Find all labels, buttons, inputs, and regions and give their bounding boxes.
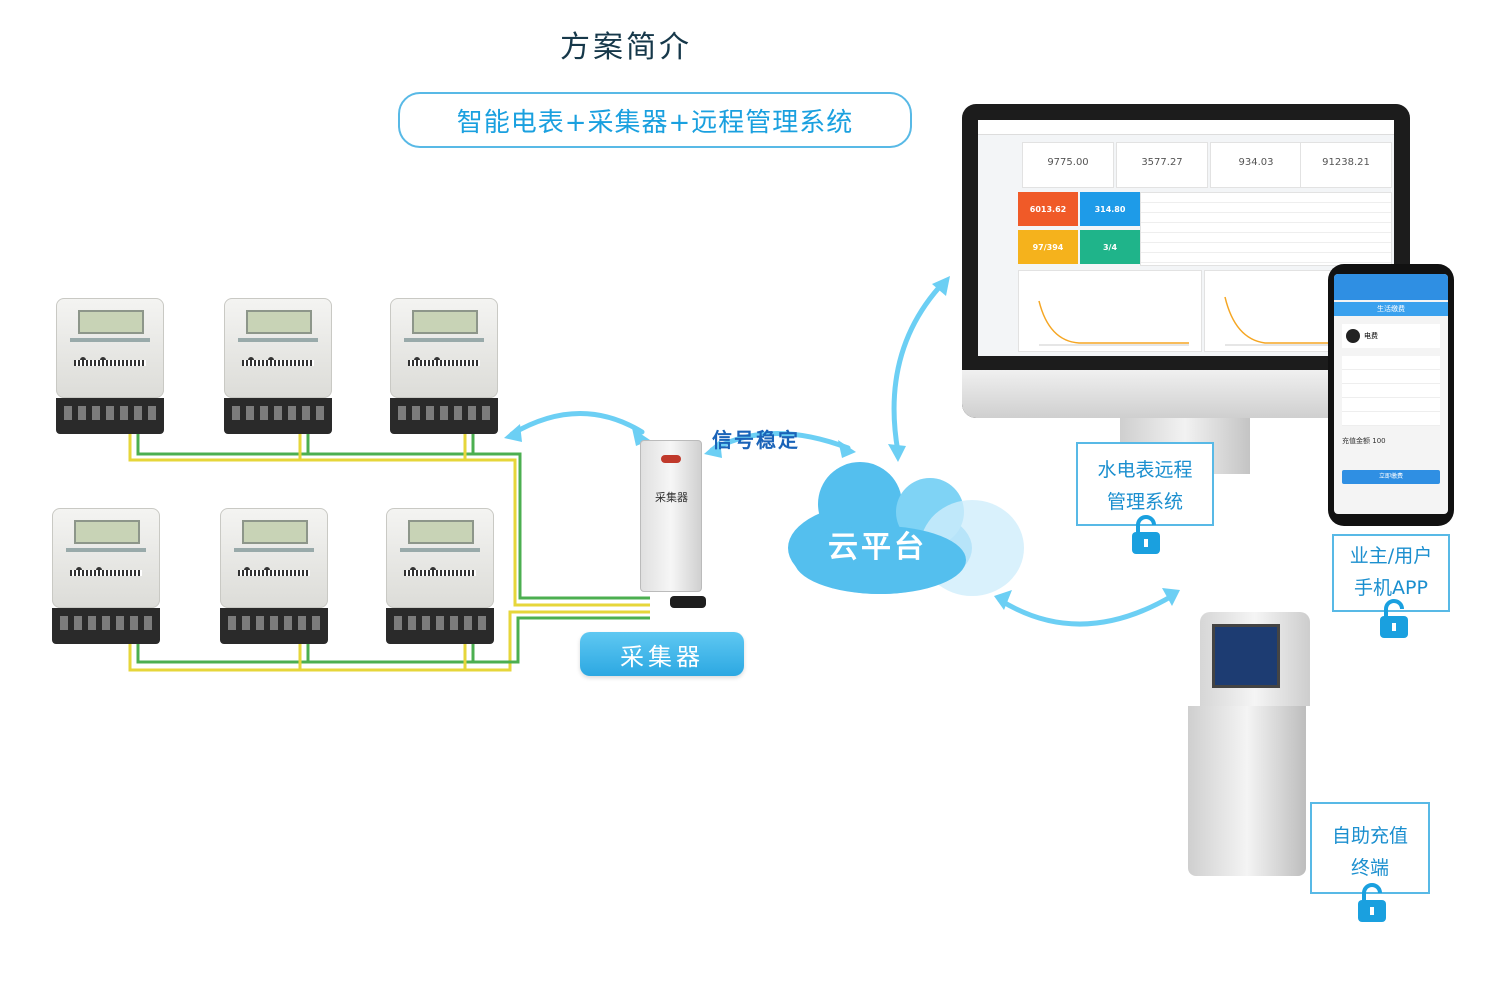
antenna [670, 596, 706, 608]
cloud-label: 云平台 [828, 530, 927, 565]
wire-green-bottom [136, 616, 650, 664]
lock-icon [1380, 599, 1408, 638]
collector-device: 采集器 [640, 440, 702, 592]
page-title: 方案简介 [560, 30, 692, 65]
amount-row: 充值金额 100 [1342, 437, 1386, 445]
signal-label: 信号稳定 [712, 428, 800, 452]
lock-icon [1358, 883, 1386, 922]
arrow-meters-collector [509, 411, 645, 437]
electric-meter [220, 508, 328, 648]
summary-tile: 314.80 [1080, 192, 1140, 226]
summary-tile: 6013.62 [1018, 192, 1078, 226]
phone-page-title: 生活缴费 [1334, 302, 1448, 316]
kiosk-body [1188, 706, 1306, 876]
dashboard-nav [978, 120, 1394, 135]
lock-icon [1132, 515, 1160, 554]
account-details [1342, 356, 1440, 426]
collector-device-text: 采集器 [655, 491, 688, 504]
lightning-icon [1346, 329, 1360, 343]
electric-meter [224, 298, 332, 438]
led-indicator [661, 455, 681, 463]
electric-meter [390, 298, 498, 438]
arrow-collector-cloud [709, 431, 851, 453]
phone-header [1334, 274, 1448, 300]
wire-yellow-bottom [128, 610, 650, 672]
electric-meter [56, 298, 164, 438]
subtitle-box: 智能电表+采集器+远程管理系统 [398, 92, 912, 148]
collector-label: 采集器 [580, 632, 744, 676]
wire-green-top [136, 430, 650, 600]
stat-card: 91238.21 [1300, 142, 1392, 188]
line-chart-panel [1018, 270, 1202, 352]
mobile-phone: 生活缴费 电费 充值金额 100 立即缴费 [1328, 264, 1454, 526]
stat-card: 9775.00 [1022, 142, 1114, 188]
data-table [1140, 192, 1392, 266]
stat-card: 3577.27 [1116, 142, 1208, 188]
kiosk-label: 自助充值 终端 [1310, 802, 1430, 894]
stat-card: 934.03 [1210, 142, 1302, 188]
wire-yellow-top [128, 430, 650, 607]
app-label: 业主/用户 手机APP [1332, 534, 1450, 612]
electric-meter [52, 508, 160, 648]
management-label: 水电表远程 管理系统 [1076, 442, 1214, 526]
kiosk-screen [1212, 624, 1280, 688]
arrow-cloud-kiosk [997, 593, 1175, 627]
cloud-shape [788, 462, 1024, 596]
summary-tile: 97/394 [1018, 230, 1078, 264]
electric-meter [386, 508, 494, 648]
phone-screen: 生活缴费 电费 充值金额 100 立即缴费 [1334, 274, 1448, 514]
bill-item: 电费 [1342, 324, 1440, 348]
pay-button[interactable]: 立即缴费 [1342, 470, 1440, 484]
dashboard-screen: 9775.00 3577.27 934.03 91238.21 6013.62 … [978, 120, 1394, 356]
arrow-cloud-monitor [891, 279, 947, 455]
summary-tile: 3/4 [1080, 230, 1140, 264]
